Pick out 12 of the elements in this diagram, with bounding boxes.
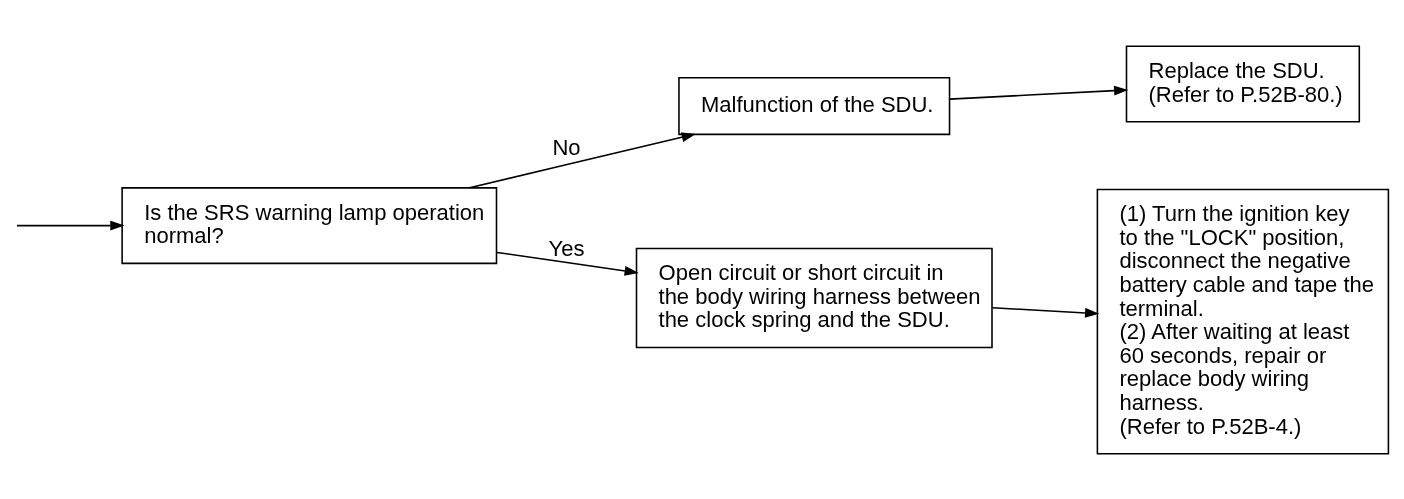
arrow xyxy=(16,220,125,231)
arrow xyxy=(949,85,1129,100)
edge-label: No xyxy=(552,134,581,160)
node-box: Malfunction of the SDU. xyxy=(678,76,951,135)
node-box: (1) Turn the ignition key to the "LOCK" position, disconnect the negative battery cable and tape the terminal. (2) After waiting at least 60 seconds, repair or replace body wiring harness. (Refer to P.52B-4.) xyxy=(1096,188,1390,454)
arrow xyxy=(468,131,696,189)
node-box: Is the SRS warning lamp operation normal? xyxy=(121,186,498,264)
node-box: Replace the SDU. (Refer to P.52B-80.) xyxy=(1125,45,1361,123)
arrow xyxy=(991,306,1100,318)
node-box: Open circuit or short circuit in the body wiring harness between the clock spring and the SDU. xyxy=(635,247,993,348)
arrow xyxy=(496,251,639,276)
edge-label: Yes xyxy=(548,235,585,261)
